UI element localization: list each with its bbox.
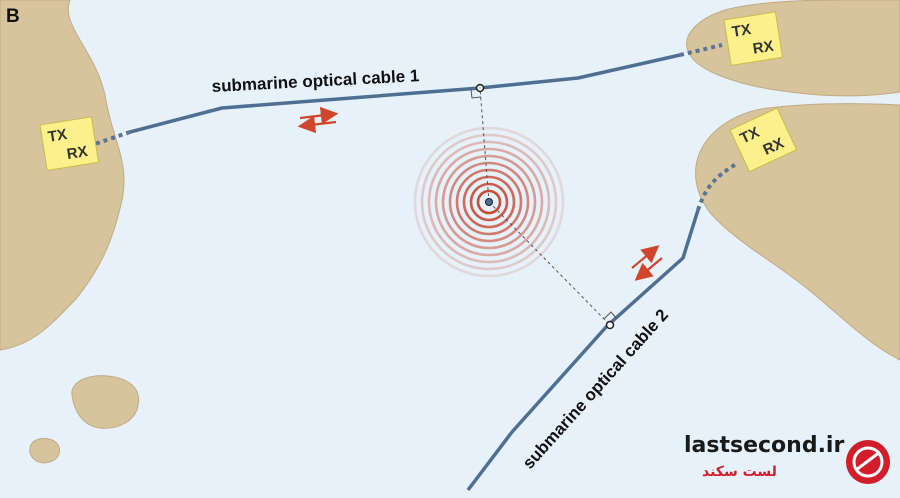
- transceiver-box-right-middle: TX RX: [729, 107, 798, 173]
- watermark-latin: lastsecond.ir: [684, 433, 844, 458]
- watermark-logo-icon: [846, 440, 890, 484]
- seismic-rings: [413, 126, 565, 278]
- arrow-left-icon: [297, 115, 337, 134]
- seismic-ring: [476, 189, 502, 215]
- transceiver-box-right-top: TX RX: [723, 11, 784, 67]
- panel-letter: B: [6, 6, 20, 27]
- seismic-ring: [469, 182, 509, 222]
- shore-link-left: [91, 130, 131, 147]
- cable-1-foot-point: [475, 83, 485, 93]
- transceiver-box-left: TX RX: [39, 116, 100, 172]
- right-middle-landmass: [695, 103, 900, 361]
- tx-label: TX: [47, 126, 69, 146]
- shore-link-right-top: [679, 43, 723, 57]
- rx-label: RX: [752, 38, 775, 58]
- watermark-persian: لست سکند: [702, 464, 777, 480]
- seismic-ring: [420, 133, 558, 271]
- seismic-ring: [427, 140, 551, 264]
- tx-label: TX: [738, 124, 763, 148]
- watermark: lastsecond.ir لست سکند: [684, 433, 890, 484]
- right-angle-marker-2: [603, 311, 618, 320]
- left-landmass: [0, 0, 125, 351]
- small-island-1: [71, 375, 140, 429]
- small-island-2: [29, 437, 61, 464]
- cable-2-signal-arrows: [631, 245, 663, 281]
- seismic-ring: [448, 161, 530, 243]
- tx-label: TX: [731, 21, 753, 41]
- right-angle-marker-1: [470, 88, 482, 99]
- perpendicular-guide-1: [479, 87, 490, 203]
- rx-label: RX: [66, 143, 89, 163]
- seismic-ring: [413, 126, 565, 278]
- shore-links: [91, 43, 739, 211]
- seismic-ring: [462, 175, 516, 229]
- cable-1-signal-arrows: [297, 106, 339, 134]
- cable-2-foot-point: [605, 320, 615, 330]
- arrow-down-icon: [634, 257, 663, 281]
- seismic-ring: [441, 154, 537, 250]
- perpendicular-guide-2: [488, 201, 611, 326]
- seismic-ring: [455, 168, 523, 236]
- seismic-ring: [434, 147, 544, 257]
- epicenter-point: [485, 198, 493, 206]
